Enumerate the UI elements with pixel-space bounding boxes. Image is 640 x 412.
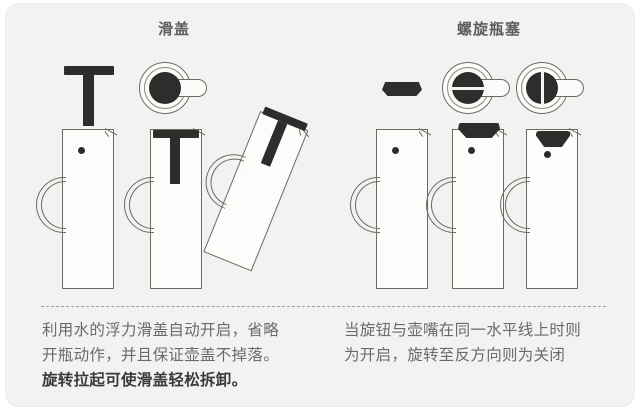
slide-lid-bar: [64, 66, 114, 75]
caption-line: 利用水的浮力滑盖自动开启，省略: [42, 322, 280, 339]
screw-cap-inserted-icon: [536, 131, 570, 147]
pot-button-dot: [392, 147, 399, 154]
slide-lid-detached-icon: [64, 66, 114, 126]
knob-slot-horizontal: [450, 86, 486, 90]
pot-lid-inserted-figure: [124, 129, 203, 289]
pot-body: [452, 129, 504, 289]
screw-knob-open-top-view-icon: [442, 62, 520, 114]
screw-stopper-illustrations: [342, 4, 634, 304]
pot-closed-figure: [36, 128, 117, 289]
caption-screw-stopper: 当旋钮与壶嘴在同一水平线上时则 为开启，旋转至反方向则为关闭: [344, 318, 624, 368]
dashed-divider: [41, 306, 606, 307]
slide-lid-top-view-icon: [139, 62, 217, 114]
pot-open-figure: [350, 128, 431, 289]
slide-lid-stem: [170, 138, 180, 184]
pot-button-dot: [78, 147, 85, 154]
screw-cap-shape: [536, 131, 570, 147]
caption-line: 当旋钮与壶嘴在同一水平线上时则: [344, 322, 582, 339]
caption-line-emphasis: 旋转拉起可使滑盖轻松拆卸。: [42, 372, 248, 389]
pot-cap-seated-figure: [426, 123, 504, 289]
slide-lid-bar: [153, 130, 199, 138]
screw-knob-closed-top-view-icon: [516, 62, 594, 114]
pot-spout-icon: [419, 128, 431, 139]
panel-screw-stopper: 螺旋瓶塞: [342, 4, 634, 406]
screw-cap-seated-icon: [458, 123, 500, 138]
caption-slide-lid: 利用水的浮力滑盖自动开启，省略 开瓶动作，并且保证壶盖不掉落。 旋转拉起可使滑盖…: [42, 318, 342, 393]
pot-body: [62, 129, 114, 289]
pot-button-dot: [544, 151, 551, 158]
pot-body: [526, 129, 578, 289]
pot-spout-icon: [569, 128, 581, 139]
slide-lid-inserted-icon: [153, 130, 203, 190]
slide-lid-stem: [260, 120, 288, 167]
caption-line: 开瓶动作，并且保证壶盖不掉落。: [42, 347, 280, 364]
pot-button-dot: [468, 147, 475, 154]
screw-cap-shape: [382, 82, 422, 96]
panel-title-slide-lid: 滑盖: [157, 21, 190, 38]
instruction-card: 滑盖: [5, 3, 635, 407]
knob-slot-vertical: [540, 70, 544, 106]
screw-cap-shape: [458, 123, 500, 138]
top-view-knob: [149, 72, 181, 104]
screw-cap-detached-icon: [382, 82, 422, 96]
slide-lid-stem: [83, 74, 94, 126]
panel-slide-lid: 滑盖: [6, 4, 342, 406]
slide-lid-illustrations: [6, 4, 342, 304]
pot-body: [376, 129, 428, 289]
pot-spout-icon: [105, 128, 117, 139]
pot-tilted-inner: [189, 106, 309, 278]
caption-line: 为开启，旋转至反方向则为关闭: [344, 347, 566, 364]
pot-cap-screwed-figure: [500, 128, 581, 289]
panel-title-screw-stopper: 螺旋瓶塞: [456, 21, 521, 38]
